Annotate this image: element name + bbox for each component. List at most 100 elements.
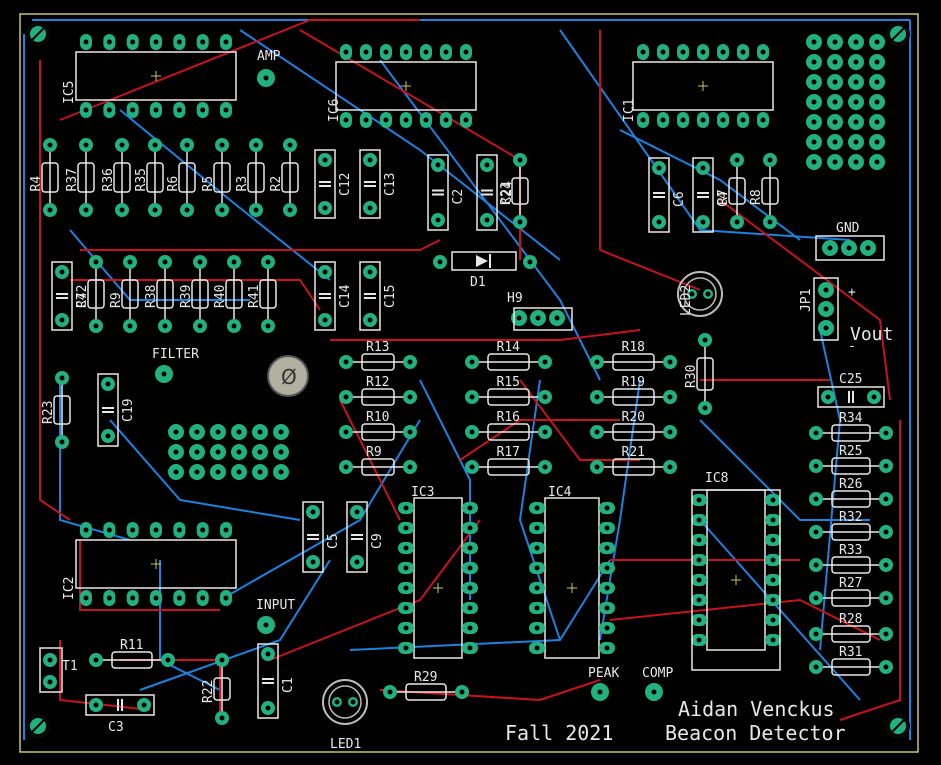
drill-hole	[469, 359, 475, 365]
drill-hole	[517, 157, 523, 163]
drill-hole	[667, 429, 673, 435]
resistor-label-r9: R9	[366, 445, 382, 460]
drill-hole	[219, 657, 225, 663]
drill-hole	[883, 529, 889, 535]
drill-hole	[236, 469, 242, 475]
drill-hole	[367, 269, 373, 275]
drill-hole	[165, 657, 171, 663]
drill-hole	[542, 464, 548, 470]
capacitor-label-c2: C2	[451, 189, 466, 205]
drill-hole	[184, 142, 190, 148]
drill-hole	[387, 689, 393, 695]
capacitor-body	[476, 154, 498, 231]
drill-hole	[93, 259, 99, 265]
drill-hole	[236, 449, 242, 455]
drill-hole	[215, 429, 221, 435]
resistor-label-r20: R20	[622, 410, 645, 425]
drill-hole	[656, 219, 662, 225]
drill-hole	[162, 323, 168, 329]
resistor-label-r12: R12	[366, 375, 389, 390]
drill-hole	[825, 394, 831, 400]
capacitor-body	[359, 149, 381, 219]
resistor-label-r28: R28	[839, 612, 862, 627]
drill-hole	[853, 139, 859, 145]
drill-hole	[517, 219, 523, 225]
vout-label: Vout	[850, 324, 893, 345]
drill-hole	[265, 705, 271, 711]
capacitor-label-c15: C15	[383, 285, 398, 308]
drill-hole	[469, 464, 475, 470]
drill-hole	[322, 269, 328, 275]
drill-hole	[173, 429, 179, 435]
drill-hole	[827, 245, 833, 251]
drill-hole	[874, 139, 880, 145]
drill-hole	[811, 139, 817, 145]
drill-hole	[813, 631, 819, 637]
drill-hole	[832, 159, 838, 165]
h9-label: H9	[507, 291, 523, 306]
drill-hole	[407, 464, 413, 470]
capacitor-body	[97, 373, 119, 447]
drill-hole	[871, 394, 877, 400]
drill-hole	[194, 469, 200, 475]
drill-hole	[535, 315, 541, 321]
resistor-body	[487, 458, 530, 476]
drill-hole	[184, 207, 190, 213]
resistor-body	[761, 177, 779, 205]
drill-hole	[127, 323, 133, 329]
drill-hole	[767, 157, 773, 163]
resistor-label-r13: R13	[366, 340, 389, 355]
resistor-body	[53, 395, 71, 425]
drill-hole	[813, 595, 819, 601]
comp-label: COMP	[642, 666, 673, 681]
resistor-label-r27: R27	[839, 576, 862, 591]
drill-hole	[231, 259, 237, 265]
drill-hole	[853, 39, 859, 45]
drill-hole	[542, 429, 548, 435]
capacitor-body	[314, 149, 336, 219]
ic2-outline	[75, 539, 237, 589]
drill-hole	[322, 157, 328, 163]
ic1-outline	[632, 61, 774, 111]
resistor-body	[612, 458, 655, 476]
resistor-label-r18: R18	[622, 340, 645, 355]
resistor-body	[831, 523, 871, 541]
drill-hole	[257, 469, 263, 475]
resistor-label-r36: R36	[101, 168, 116, 191]
capacitor-label-c6: C6	[672, 191, 687, 207]
capacitor-label-c7: C7	[75, 292, 90, 308]
resistor-label-r22: R22	[201, 680, 216, 703]
capacitor-label-c25: C25	[839, 372, 862, 387]
resistor-body	[259, 279, 277, 309]
resistor-body	[146, 162, 164, 193]
drill-hole	[93, 657, 99, 663]
resistor-label-r3: R3	[235, 176, 250, 192]
resistor-body	[87, 279, 105, 309]
drill-hole	[367, 317, 373, 323]
drill-hole	[813, 562, 819, 568]
drill-hole	[516, 315, 522, 321]
resistor-body	[191, 279, 209, 309]
resistor-body	[247, 162, 265, 193]
resistor-label-r7: R7	[716, 189, 731, 205]
resistor-label-r40: R40	[213, 285, 228, 308]
resistor-body	[511, 177, 529, 205]
ic5-label: IC5	[62, 81, 77, 104]
drill-hole	[47, 142, 53, 148]
drill-hole	[47, 679, 53, 685]
drill-hole	[832, 79, 838, 85]
drill-hole	[883, 562, 889, 568]
drill-hole	[527, 259, 533, 265]
drill-hole	[343, 394, 349, 400]
resistor-body	[77, 162, 95, 193]
resistor-body	[487, 353, 530, 371]
drill-hole	[278, 469, 284, 475]
resistor-label-r37: R37	[65, 168, 80, 191]
drill-hole	[667, 394, 673, 400]
capacitor-body	[346, 501, 368, 573]
capacitor-body	[692, 157, 714, 233]
drill-hole	[59, 269, 65, 275]
drill-hole	[705, 291, 711, 297]
drill-hole	[343, 429, 349, 435]
